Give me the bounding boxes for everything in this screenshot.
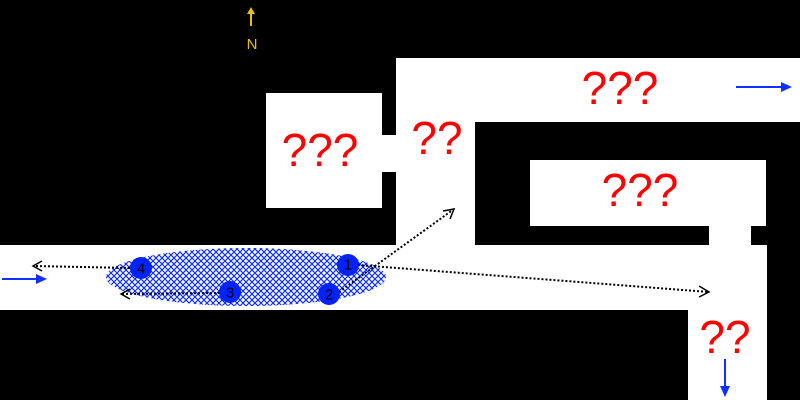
north-label: N xyxy=(247,36,258,53)
room-inner-label: ??? xyxy=(602,164,679,216)
path-4-west xyxy=(32,265,131,269)
north-arrowhead-icon xyxy=(247,7,255,14)
arrowhead-icon xyxy=(698,285,711,298)
flow-arrow-north-exit xyxy=(736,82,792,92)
north-compass: N xyxy=(247,7,258,53)
room-west-label: ??? xyxy=(282,124,359,176)
corridor-southeast-label: ?? xyxy=(699,311,750,363)
arrowhead-icon xyxy=(119,288,131,300)
path-1-east xyxy=(357,264,710,293)
arrowhead-icon xyxy=(442,208,456,220)
room-west xyxy=(266,93,382,208)
corridor-north-label: ??? xyxy=(582,62,659,114)
corridor-junction-label: ?? xyxy=(411,112,462,164)
marker-2-label: 2 xyxy=(325,287,333,304)
room-inner-door xyxy=(709,224,751,247)
corridor-southeast xyxy=(688,245,767,400)
marker-4[interactable]: 4 xyxy=(130,257,152,279)
arrow-down-icon xyxy=(720,386,730,397)
marker-3[interactable]: 3 xyxy=(219,281,241,303)
marker-3-label: 3 xyxy=(226,285,234,302)
arrow-right-icon xyxy=(781,82,792,92)
hatched-zone xyxy=(106,248,386,306)
room-west-door xyxy=(380,135,398,172)
marker-1[interactable]: 1 xyxy=(337,254,359,276)
movement-paths xyxy=(31,208,711,300)
arrowhead-icon xyxy=(31,260,43,272)
flow-arrow-south-exit xyxy=(720,359,730,397)
flow-arrow-west-entry xyxy=(2,274,47,284)
path-3-west xyxy=(120,292,221,295)
marker-1-label: 1 xyxy=(344,257,352,274)
arrow-right-icon xyxy=(36,274,47,284)
marker-4-label: 4 xyxy=(137,261,145,278)
marker-2[interactable]: 2 xyxy=(318,283,340,305)
corridor-junction xyxy=(396,58,475,248)
room-inner xyxy=(530,160,766,226)
